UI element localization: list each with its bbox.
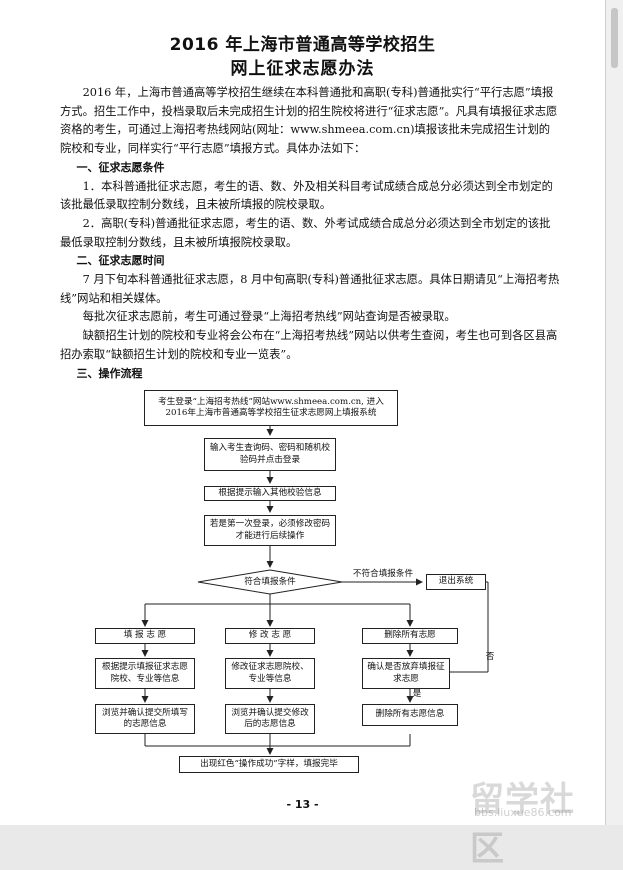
flow-col-fill-header: 填 报 志 愿 — [95, 628, 195, 644]
watermark-url: bbs.liuxue86.com — [474, 806, 572, 819]
section-heading-process: 三、操作流程 — [76, 366, 143, 380]
flow-modify-submit-step: 浏览并确认提交修改后的志愿信息 — [225, 704, 315, 734]
flow-label-no: 否 — [485, 652, 495, 662]
document-subtitle: 网上征求志愿办法 — [230, 59, 375, 79]
flow-label-yes: 是 — [412, 689, 422, 699]
flow-step-enter-credentials: 输入考生查询码、密码和随机校验码并点击登录 — [204, 438, 336, 471]
flow-decision-eligible: 符合填报条件 — [244, 577, 296, 587]
flowchart-connectors — [141, 426, 489, 755]
intro-paragraph: 2016 年，上海市普通高等学校招生继续在本科普通批和高职(专科)普通批实行“平… — [60, 86, 558, 156]
flow-label-not-eligible: 不符合填报条件 — [352, 569, 414, 579]
document-body: 2016 年，上海市普通高等学校招生继续在本科普通批和高职(专科)普通批实行“平… — [60, 84, 560, 383]
document-title: 2016 年上海市普通高等学校招生 — [169, 35, 436, 55]
flow-fill-submit-step: 浏览并确认提交所填写的志愿信息 — [95, 704, 195, 734]
section-heading-conditions: 一、征求志愿条件 — [76, 160, 165, 174]
condition-paragraph-2: 2．高职(专科)普通批征求志愿，考生的语、数、外考试成绩合成总分必须达到全市划定… — [60, 216, 551, 249]
section-heading-time: 二、征求志愿时间 — [76, 254, 165, 268]
time-paragraph-2: 每批次征求志愿前，考生可通过登录“上海招考热线”网站查询是否被录取。 — [82, 310, 456, 324]
flow-step-login-site: 考生登录“上海招考热线”网站www.shmeea.com.cn, 进入2016年… — [144, 390, 398, 426]
flow-step-change-password: 若是第一次登录，必须修改密码才能进行后续操作 — [204, 515, 336, 546]
flow-delete-all-step: 删除所有志愿信息 — [362, 704, 458, 726]
flow-fill-step: 根据提示填报征求志愿院校、专业等信息 — [95, 658, 195, 689]
document-page: 2016 年上海市普通高等学校招生 网上征求志愿办法 2016 年，上海市普通高… — [0, 0, 605, 869]
flow-exit-system: 退出系统 — [426, 574, 486, 590]
watermark-logo: 留学社区 — [470, 780, 575, 869]
flow-final-success: 出现红色“操作成功”字样，填报完毕 — [179, 756, 359, 773]
time-paragraph-1: 7 月下旬本科普通批征求志愿，8 月中旬高职(专科)普通批征求志愿。具体日期请见… — [60, 273, 560, 305]
flow-col-modify-header: 修 改 志 愿 — [225, 628, 315, 644]
scrollbar-thumb[interactable] — [611, 8, 618, 68]
flow-col-delete-header: 删除所有志愿 — [362, 628, 458, 644]
scrollbar[interactable] — [605, 0, 623, 825]
flow-step-verify-info: 根据提示输入其他校验信息 — [204, 486, 336, 501]
time-paragraph-3: 缺额招生计划的院校和专业将会公布在“上海招考热线”网站以供考生查阅，考生也可到各… — [60, 329, 558, 361]
flow-delete-confirm-step: 确认是否放弃填报征求志愿 — [362, 658, 450, 689]
condition-paragraph-1: 1．本科普通批征求志愿，考生的语、数、外及相关科目考试成绩合成总分必须达到全市划… — [60, 179, 553, 212]
page-number: - 13 - — [286, 798, 319, 811]
flow-modify-step: 修改征求志愿院校、专业等信息 — [225, 658, 315, 689]
